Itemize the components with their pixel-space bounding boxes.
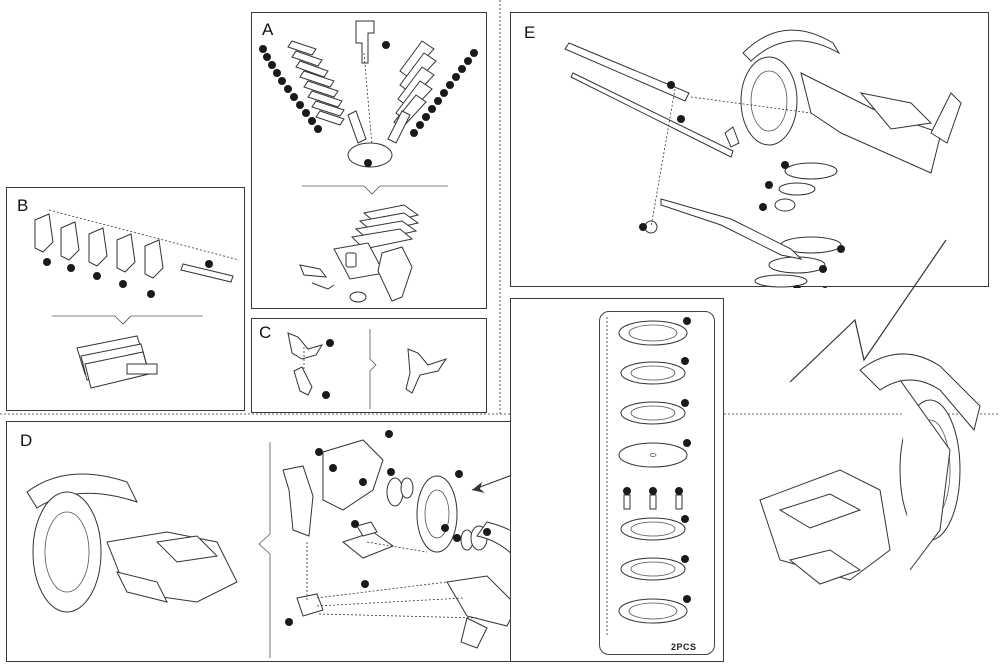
ring-stack (618, 320, 688, 624)
panel-a-label: A (262, 20, 274, 39)
panel-d-drawing (26, 430, 548, 658)
panel-c-drawing (287, 329, 448, 409)
panel-a: A (251, 12, 487, 309)
rings-inner-frame (599, 311, 715, 655)
panel-e-label: E (524, 23, 536, 42)
panel-a-drawing (259, 20, 478, 303)
wheel-track (740, 29, 962, 174)
fin-block (76, 335, 158, 389)
panel-b: B (6, 187, 245, 411)
part-tags-b (43, 258, 213, 298)
panel-d-label: D (20, 431, 33, 450)
panel-e: E (510, 12, 989, 288)
exploded-assembly (282, 439, 548, 649)
panel-d: D (6, 421, 582, 662)
vehicle-left (26, 473, 238, 613)
panel-b-drawing (34, 209, 240, 389)
panel-c: C (251, 318, 487, 413)
quantity-note: 2PCS (671, 642, 697, 652)
ring-pins (623, 494, 683, 510)
swing-arm (564, 42, 740, 158)
fin-row (34, 213, 234, 283)
panel-b-label: B (17, 196, 29, 215)
part-tags-a (259, 41, 478, 167)
base-disc (347, 142, 393, 168)
assembly-guides (306, 541, 480, 619)
rings-drawing (606, 317, 691, 635)
center-bracket (355, 20, 375, 64)
panel-rings: 2PCS (510, 298, 724, 662)
engine-assembly (299, 204, 420, 303)
panel-c-label: C (259, 323, 272, 342)
fin-stack-left (287, 40, 345, 126)
panel-e-drawing (564, 29, 962, 288)
part-tags-rings (623, 317, 691, 603)
